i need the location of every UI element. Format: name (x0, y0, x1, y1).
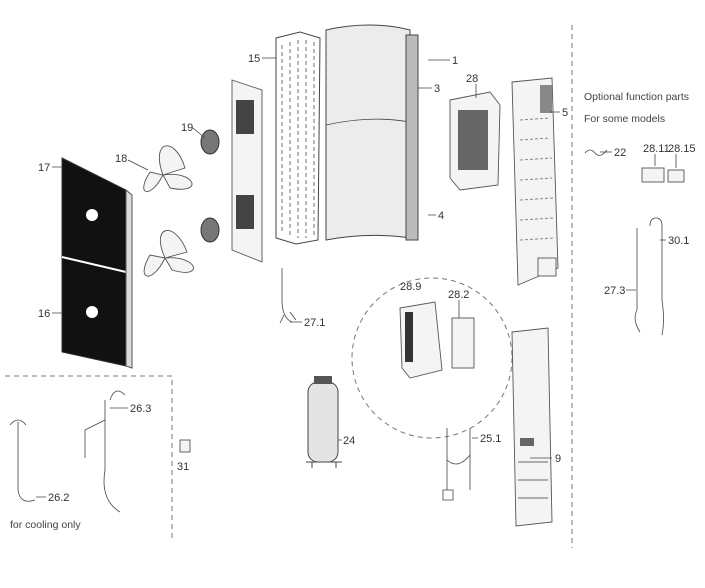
part-28-15 (667, 169, 685, 183)
valve-26-3 (84, 390, 126, 513)
pipe-25-1 (442, 428, 471, 501)
note-cooling-only: for cooling only (10, 519, 81, 531)
label-9: 9 (555, 453, 561, 465)
label-18: 18 (115, 153, 127, 165)
pipe-27-1 (279, 268, 297, 324)
part-28-11 (641, 167, 665, 183)
control-box-detail (399, 301, 475, 379)
pipe-27-3 (634, 228, 641, 333)
cooling-only-box (5, 375, 173, 540)
sensor-22 (584, 149, 608, 156)
label-5: 5 (562, 107, 568, 119)
part-31 (179, 439, 191, 453)
label-27-3: 27.3 (604, 285, 625, 297)
label-31: 31 (177, 461, 189, 473)
label-3: 3 (434, 83, 440, 95)
label-25-1: 25.1 (480, 433, 501, 445)
motor-bracket (231, 79, 263, 263)
label-24: 24 (343, 435, 355, 447)
label-28-9: 28.9 (400, 281, 421, 293)
label-30-1: 30.1 (668, 235, 689, 247)
label-27-1: 27.1 (304, 317, 325, 329)
label-16: 16 (38, 308, 50, 320)
front-panel (511, 327, 553, 527)
electric-box (449, 91, 501, 191)
label-1: 1 (452, 55, 458, 67)
fan-motor (200, 129, 220, 243)
label-28-11: 28.11 (643, 143, 670, 155)
label-17: 17 (38, 162, 50, 174)
label-28-15: 28.15 (668, 143, 696, 155)
label-28: 28 (466, 73, 478, 85)
heat-exchanger (275, 31, 321, 245)
optional-parts-subtitle: For some models (584, 113, 665, 125)
label-19: 19 (181, 122, 193, 134)
label-26-3: 26.3 (130, 403, 151, 415)
label-28-2: 28.2 (448, 289, 469, 301)
compressor (306, 376, 342, 468)
fan-blade (143, 145, 194, 277)
optional-parts-title: Optional function parts (584, 91, 689, 103)
pipe-30-1 (649, 217, 664, 336)
front-grille (61, 157, 133, 369)
label-4: 4 (438, 210, 444, 222)
pipe-26-2 (9, 419, 36, 502)
cabinet (325, 24, 419, 241)
label-15: 15 (248, 53, 260, 65)
label-26-2: 26.2 (48, 492, 69, 504)
side-panel (511, 77, 559, 286)
detail-circle (351, 277, 513, 439)
label-22: 22 (614, 147, 626, 159)
leader-lines (36, 57, 677, 498)
